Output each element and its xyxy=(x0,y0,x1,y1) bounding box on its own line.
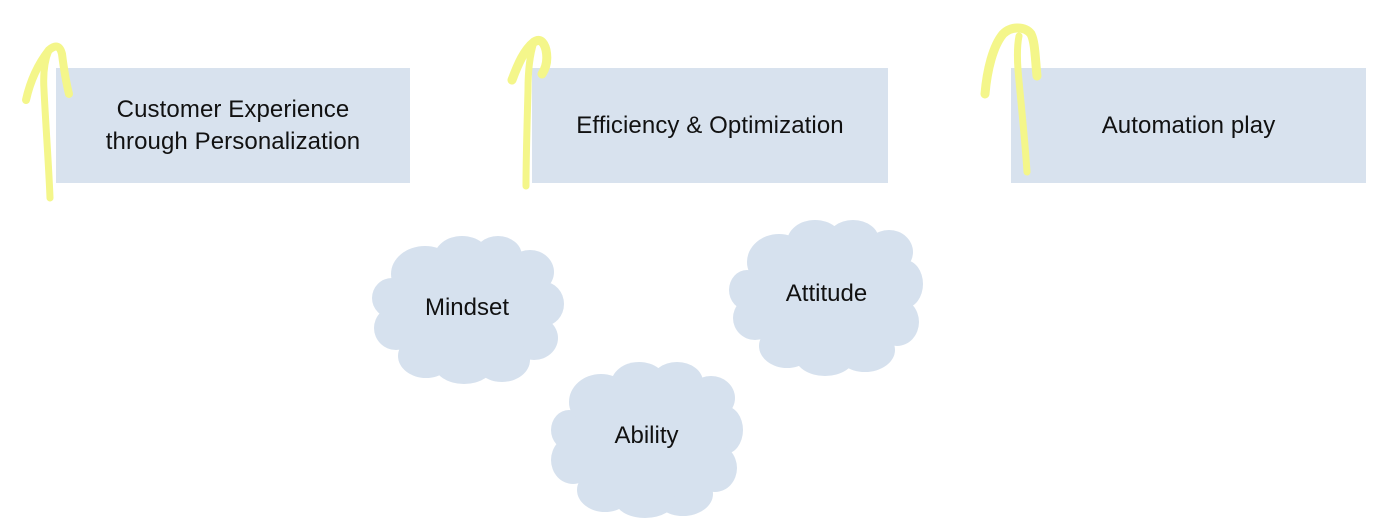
cloud-shape xyxy=(551,362,743,518)
cloud-label: Mindset xyxy=(424,294,510,321)
box-label-line: Automation play xyxy=(1101,111,1276,139)
box-label: Efficiency & Optimization xyxy=(576,110,844,142)
cloud-shape xyxy=(729,220,923,376)
box-label: Automation play xyxy=(1102,110,1276,142)
box-label-line: Efficiency & Optimization xyxy=(576,111,844,139)
box-background xyxy=(56,68,410,183)
box-label-line: through Personalization xyxy=(105,127,361,155)
box-background xyxy=(1011,68,1366,183)
cloud-ability: Ability xyxy=(549,360,744,520)
box-customer-experience: Customer Experience through Personalizat… xyxy=(56,68,410,183)
cloud-label: Attitude xyxy=(785,280,868,307)
box-label: Customer Experience through Personalizat… xyxy=(106,94,360,158)
box-label-line: Customer Experience xyxy=(116,95,350,123)
box-automation-play: Automation play xyxy=(1011,68,1366,183)
cloud-shape xyxy=(372,236,564,384)
cloud-mindset: Mindset xyxy=(370,232,564,384)
cloud-attitude: Attitude xyxy=(729,218,924,378)
box-efficiency-optimization: Efficiency & Optimization xyxy=(532,68,888,183)
cloud-label: Ability xyxy=(614,422,679,449)
box-background xyxy=(532,68,888,183)
